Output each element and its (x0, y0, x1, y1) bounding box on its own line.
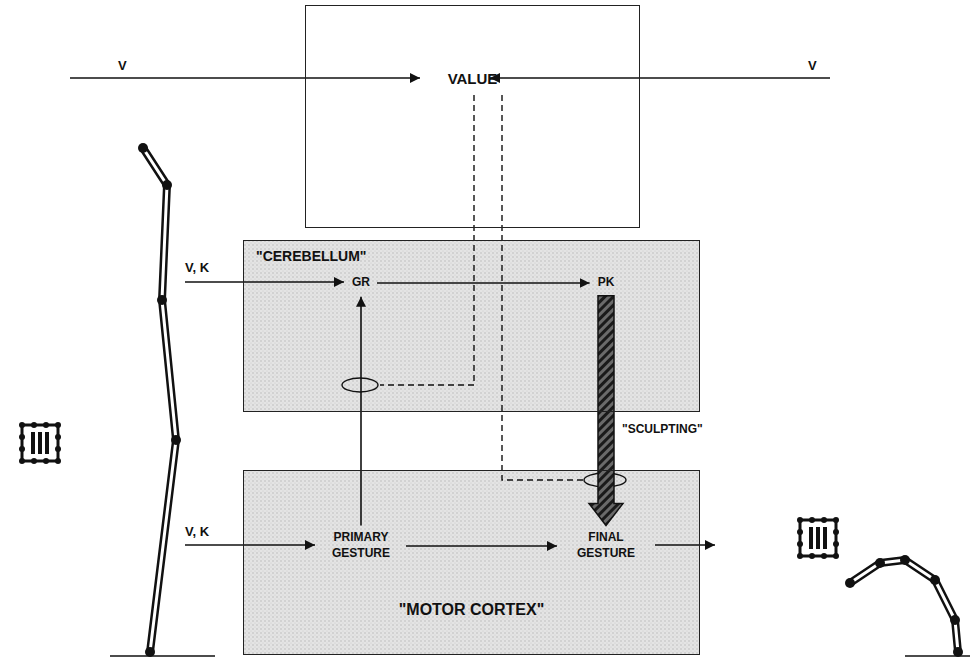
grid-knob (809, 553, 815, 559)
arm-joint (845, 578, 855, 588)
cerebellum-box: "CEREBELLUM" GR PK (243, 240, 700, 412)
grid-bar (31, 432, 35, 454)
signal-name: V, K (185, 260, 209, 276)
grid-knob (833, 553, 839, 559)
grid-frame (22, 425, 58, 461)
output-arrow (655, 544, 715, 546)
box-fill (243, 470, 700, 655)
grid-bar (823, 527, 827, 549)
connector-arrow (406, 545, 557, 547)
motor-cortex-box: "MOTOR CORTEX" PRIMARY GESTURE FINAL GESTU… (243, 470, 700, 655)
node-text: VALUE (306, 69, 639, 89)
arm-figure (845, 555, 970, 657)
ground-line (110, 655, 215, 657)
grid-knob (833, 517, 839, 523)
grid-knob (19, 446, 25, 452)
input-arrow (490, 77, 830, 79)
node-text: "MOTOR CORTEX" (244, 600, 699, 621)
grid-knob (55, 422, 61, 428)
grid-knob (833, 541, 839, 547)
grid-knob (55, 446, 61, 452)
edge-label: "SCULPTING" (622, 422, 703, 436)
grid-knob (833, 529, 839, 535)
value-signal-line (502, 95, 584, 480)
grid-knob (31, 422, 37, 428)
gesture-stage: PRIMARY GESTURE (319, 528, 403, 563)
grid-knob (821, 517, 827, 523)
node-text: PRIMARY GESTURE (323, 530, 399, 561)
grid-knob (43, 458, 49, 464)
grid-knob (797, 529, 803, 535)
grid-knob (43, 422, 49, 428)
signal-name: V, K (185, 524, 209, 540)
grid-knob (821, 553, 827, 559)
modulation-loop (342, 378, 378, 392)
grid-knob (809, 517, 815, 523)
grid-knob (55, 458, 61, 464)
grid-knob (797, 553, 803, 559)
grid-bar (809, 527, 813, 549)
arm-joint (171, 435, 181, 445)
signal-name: V (118, 58, 127, 74)
grid-knob (19, 422, 25, 428)
grid-knob (55, 434, 61, 440)
grid-bar (816, 527, 820, 549)
sculpting-arrow (589, 296, 623, 526)
grid-frame (800, 520, 836, 556)
signal-name: V (808, 58, 817, 74)
grid-bar (45, 432, 49, 454)
arm-segment-outline (850, 560, 958, 652)
box-fill (305, 5, 640, 228)
arm-segment-outline (143, 148, 176, 652)
grid-knob (19, 458, 25, 464)
connector-arrow (377, 282, 590, 284)
input-arrow (185, 544, 315, 546)
arm-segment (143, 148, 176, 652)
node-text: PK (598, 275, 615, 291)
node-text: GR (352, 275, 370, 291)
arm-joint (950, 615, 960, 625)
grid-knob (31, 458, 37, 464)
value-box: VALUE (305, 5, 640, 228)
arm-joint (875, 558, 885, 568)
target-grid (19, 422, 61, 464)
grid-knob (797, 541, 803, 547)
gesture-stage: FINAL GESTURE (561, 528, 651, 563)
arm-joint (138, 143, 148, 153)
node-text: FINAL GESTURE (565, 530, 647, 561)
arm-joint (162, 180, 172, 190)
target-grid (797, 517, 839, 559)
cell-layer: PK (594, 273, 619, 293)
input-arrow (70, 77, 420, 79)
grid-knob (797, 517, 803, 523)
arm-joint (930, 575, 940, 585)
arm-joint (900, 555, 910, 565)
input-arrow (185, 281, 344, 283)
arm-figure (110, 143, 215, 657)
node-text: "CEREBELLUM" (256, 247, 687, 265)
arm-segment (850, 560, 958, 652)
arm-joint (157, 295, 167, 305)
grid-bar (38, 432, 42, 454)
cell-layer: GR (348, 273, 374, 293)
box-fill (243, 240, 700, 412)
grid-knob (19, 434, 25, 440)
ground-line (905, 655, 970, 657)
